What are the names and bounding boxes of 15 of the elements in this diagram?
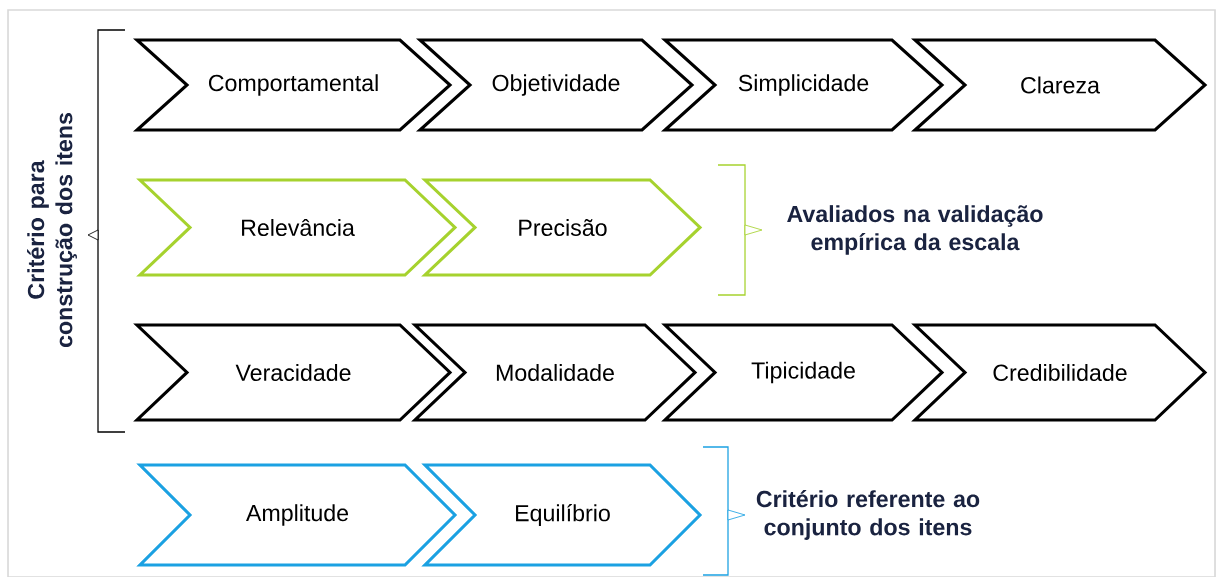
step-box: Amplitude: [136, 463, 458, 567]
step-box: Clareza: [911, 38, 1208, 132]
step-box: Tipicidade: [661, 323, 945, 422]
step-box: Objetividade: [415, 38, 695, 132]
step-box: Relevância: [136, 178, 458, 277]
step-box: Comportamental: [132, 38, 453, 132]
bracket-label: Avaliados na validação empírica da escala: [787, 205, 1043, 255]
bracket-label: Critério para construção dos itens: [27, 113, 77, 348]
step-box: Modalidade: [411, 323, 698, 422]
step-box: Credibilidade: [911, 323, 1208, 422]
bracket-label: Critério referente ao conjunto dos itens: [756, 490, 980, 540]
step-box: Veracidade: [133, 323, 453, 422]
step-box: Simplicidade: [660, 38, 945, 132]
step-box: Equilíbrio: [421, 463, 703, 567]
step-box: Precisão: [421, 178, 703, 277]
